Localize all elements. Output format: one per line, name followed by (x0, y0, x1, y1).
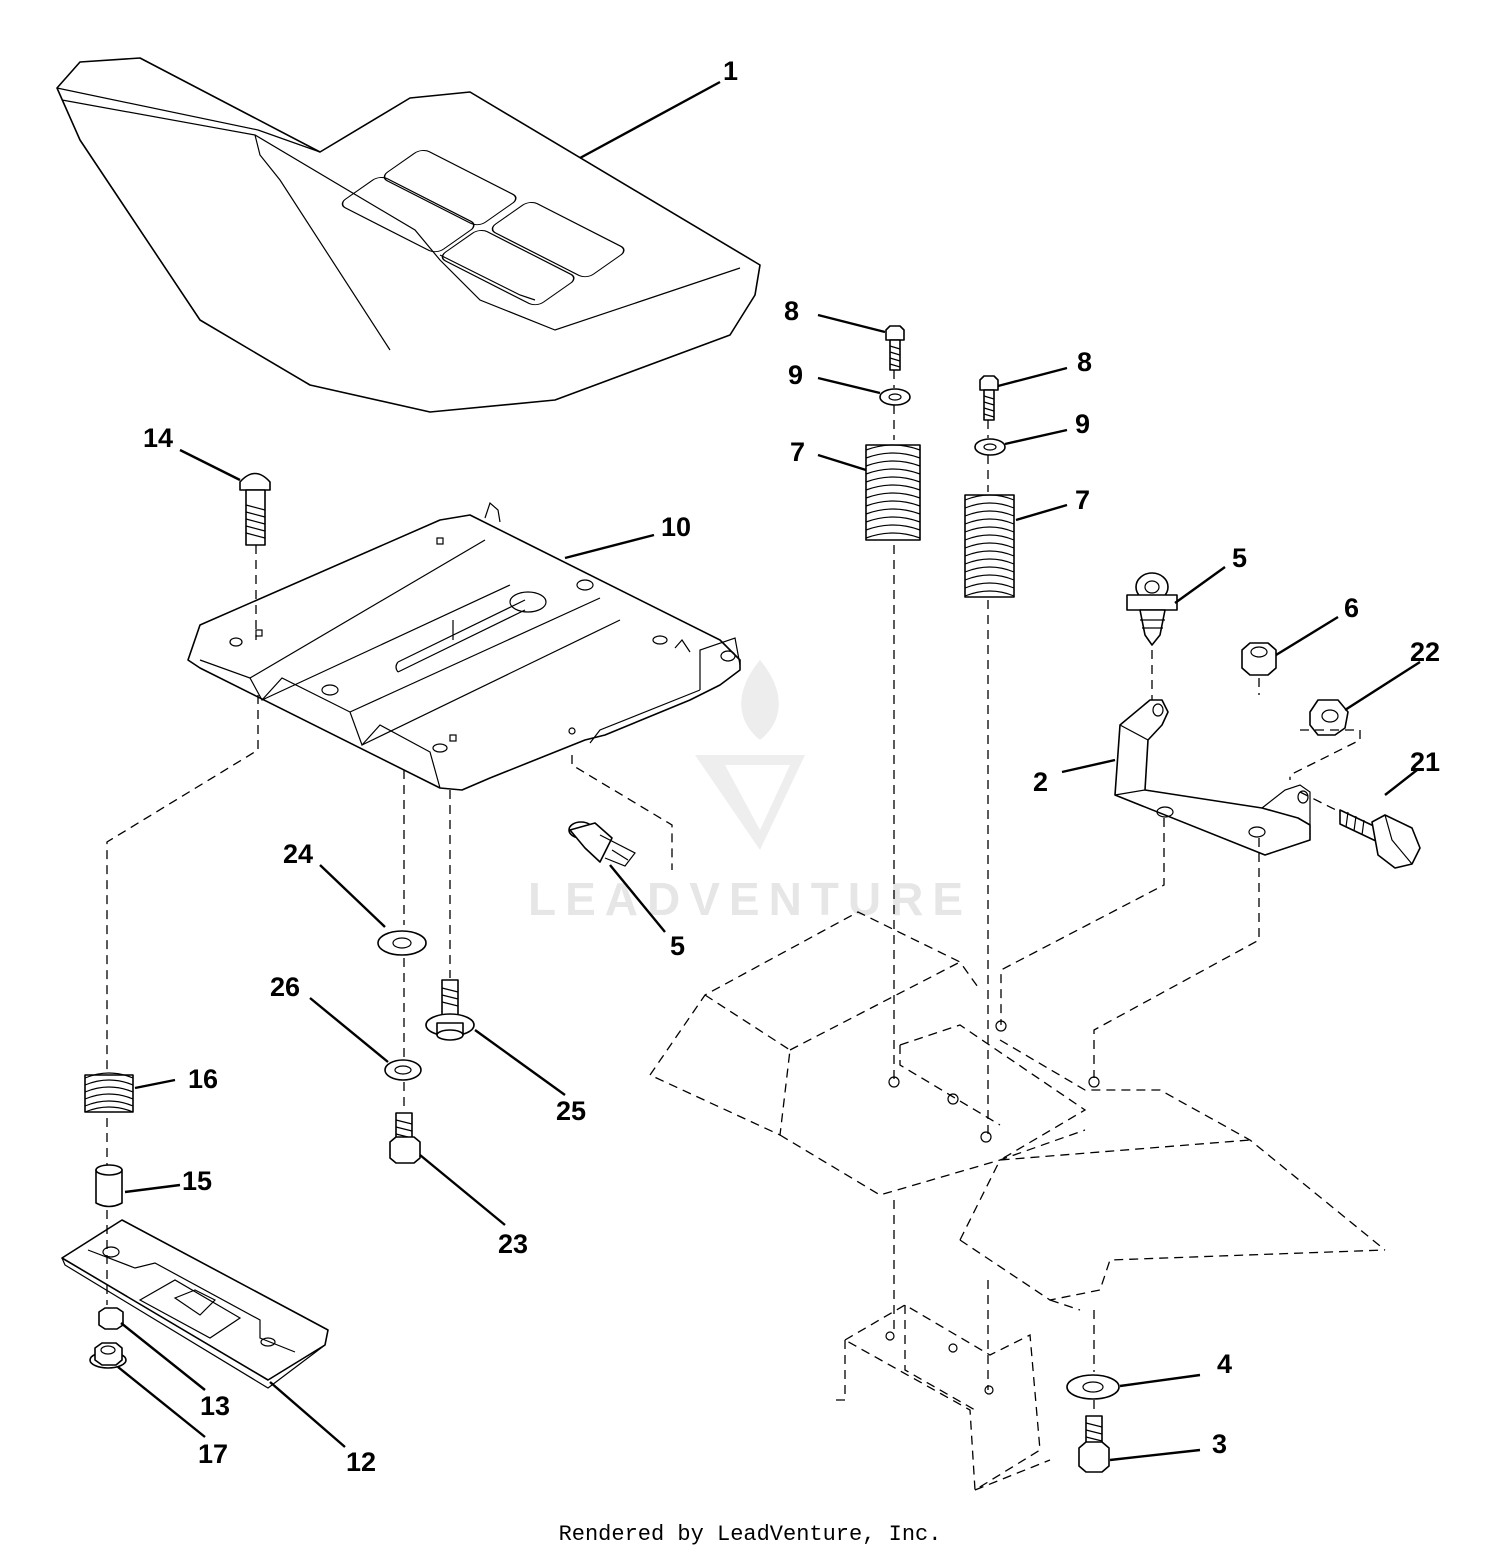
callout-10: 10 (661, 512, 691, 542)
spacer-part-15 (95, 1164, 123, 1208)
parts-diagram: LEADVENTURE (56, 56, 1440, 1492)
callout-25: 25 (556, 1096, 586, 1126)
hex-bolt-part-23 (389, 1112, 421, 1164)
clip-part-5-right (1126, 572, 1178, 646)
callout-9-left: 9 (788, 360, 803, 390)
washer-part-9-left (879, 388, 911, 406)
seat-pan-part-10 (187, 501, 741, 791)
lock-washer-part-26 (384, 1059, 422, 1081)
bracket-part-2 (1114, 699, 1311, 856)
spring-part-7-right (964, 494, 1015, 598)
callout-26: 26 (270, 972, 300, 1002)
callout-9-right: 9 (1075, 409, 1090, 439)
callout-7-left: 7 (790, 437, 805, 467)
spring-part-16 (84, 1072, 134, 1113)
watermark-text: LEADVENTURE (528, 873, 972, 925)
seat-part-1 (56, 57, 761, 413)
callout-8-right: 8 (1077, 347, 1092, 377)
assembly-lines (106, 370, 1361, 1415)
callout-24: 24 (283, 839, 313, 869)
callout-14: 14 (143, 423, 173, 453)
callout-12: 12 (346, 1447, 376, 1477)
callout-17: 17 (198, 1439, 228, 1469)
leader-lines (117, 80, 1421, 1462)
hex-bolt-part-3 (1078, 1415, 1110, 1473)
clip-part-5-left (568, 821, 636, 867)
callout-labels: 1 14 10 8 9 7 8 9 7 5 6 22 21 2 5 24 26 … (143, 56, 1440, 1477)
washer-part-4 (1066, 1374, 1120, 1400)
footer-credit: Rendered by LeadVenture, Inc. (558, 1522, 942, 1547)
screw-part-8-left (885, 325, 905, 371)
nut-part-6 (1241, 642, 1277, 676)
bracket-plate-part-12 (61, 1219, 329, 1389)
washer-part-24 (377, 930, 427, 956)
callout-15: 15 (182, 1166, 212, 1196)
flange-nut-part-17 (89, 1342, 127, 1369)
callout-7-right: 7 (1075, 485, 1090, 515)
callout-5-left: 5 (670, 931, 685, 961)
shoulder-bolt-part-25 (425, 979, 475, 1041)
callout-16: 16 (188, 1064, 218, 1094)
callout-22: 22 (1410, 637, 1440, 667)
callout-21: 21 (1410, 747, 1440, 777)
nut-part-13 (98, 1307, 124, 1330)
callout-23: 23 (498, 1229, 528, 1259)
callout-3: 3 (1212, 1429, 1227, 1459)
callout-6: 6 (1344, 593, 1359, 623)
screw-part-8-right (979, 375, 999, 421)
washer-part-9-right (974, 438, 1006, 456)
nut-part-22 (1309, 699, 1349, 736)
callout-4: 4 (1217, 1349, 1232, 1379)
callout-13: 13 (200, 1391, 230, 1421)
callout-1: 1 (723, 56, 738, 86)
callout-5-right: 5 (1232, 543, 1247, 573)
bolt-part-21 (1339, 809, 1421, 869)
callout-2: 2 (1033, 767, 1048, 797)
carriage-bolt-part-14 (239, 472, 271, 546)
callout-8-left: 8 (784, 296, 799, 326)
spring-part-7-left (865, 444, 921, 541)
tractor-frame (649, 911, 1386, 1492)
leadventure-watermark: LEADVENTURE (528, 660, 972, 925)
